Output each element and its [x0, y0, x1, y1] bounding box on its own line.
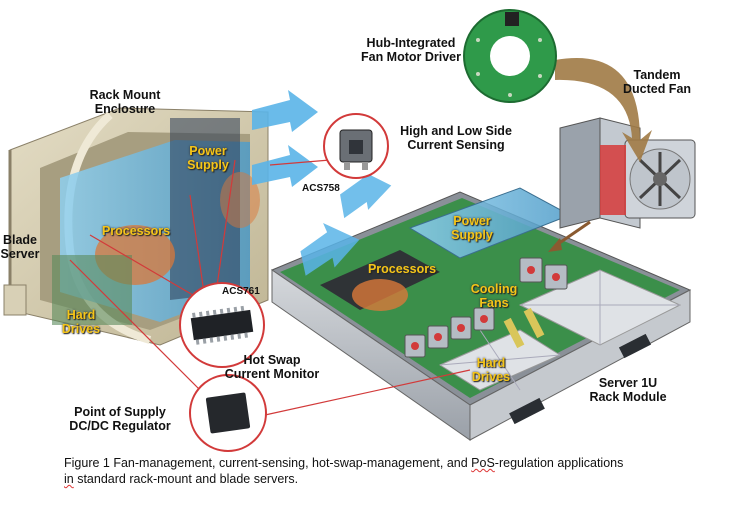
- callout-lines: [69, 159, 471, 416]
- fan-to-module-arrow: [554, 220, 591, 248]
- caption-line-1-part-a: Figure 1 Fan-management, current-sensing…: [64, 456, 472, 470]
- acs761-callout: [179, 282, 265, 368]
- caption-line-1: Figure 1 Fan-management, current-sensing…: [64, 455, 724, 471]
- server-1u-board: [280, 198, 680, 398]
- tandem-fan-motor: [600, 145, 626, 215]
- caption-line-2: in standard rack-mount and blade servers…: [64, 471, 724, 487]
- acs758-callout: [323, 113, 389, 179]
- pos-regulator-callout: [189, 374, 267, 452]
- caption-in-word: in: [64, 472, 74, 486]
- rack-mount-enclosure: [3, 107, 269, 346]
- caption-pos-word: PoS: [471, 456, 495, 470]
- caption-line-2-part-b: standard rack-mount and blade servers.: [73, 472, 299, 486]
- acs758-label: ACS758: [302, 183, 340, 194]
- figure-caption: Figure 1 Fan-management, current-sensing…: [64, 455, 724, 487]
- rack-processors-label: Processors: [367, 262, 437, 276]
- caption-line-1-part-b: -regulation applications: [494, 456, 624, 470]
- driver-to-fan-arrow: [555, 57, 652, 162]
- blade-airflow-arrows: [252, 90, 318, 187]
- server-1u-rack-module: [270, 187, 692, 441]
- hub-integrated-driver-pcb: [463, 9, 557, 103]
- blade-board: [52, 255, 132, 325]
- blade-processors-label: Processors: [101, 224, 171, 238]
- server-1u-airflow-arrows: [300, 170, 392, 276]
- acs761-label: ACS761: [222, 286, 260, 297]
- blade-power-supply-unit: [170, 118, 240, 300]
- tandem-ducted-fan: [559, 117, 696, 229]
